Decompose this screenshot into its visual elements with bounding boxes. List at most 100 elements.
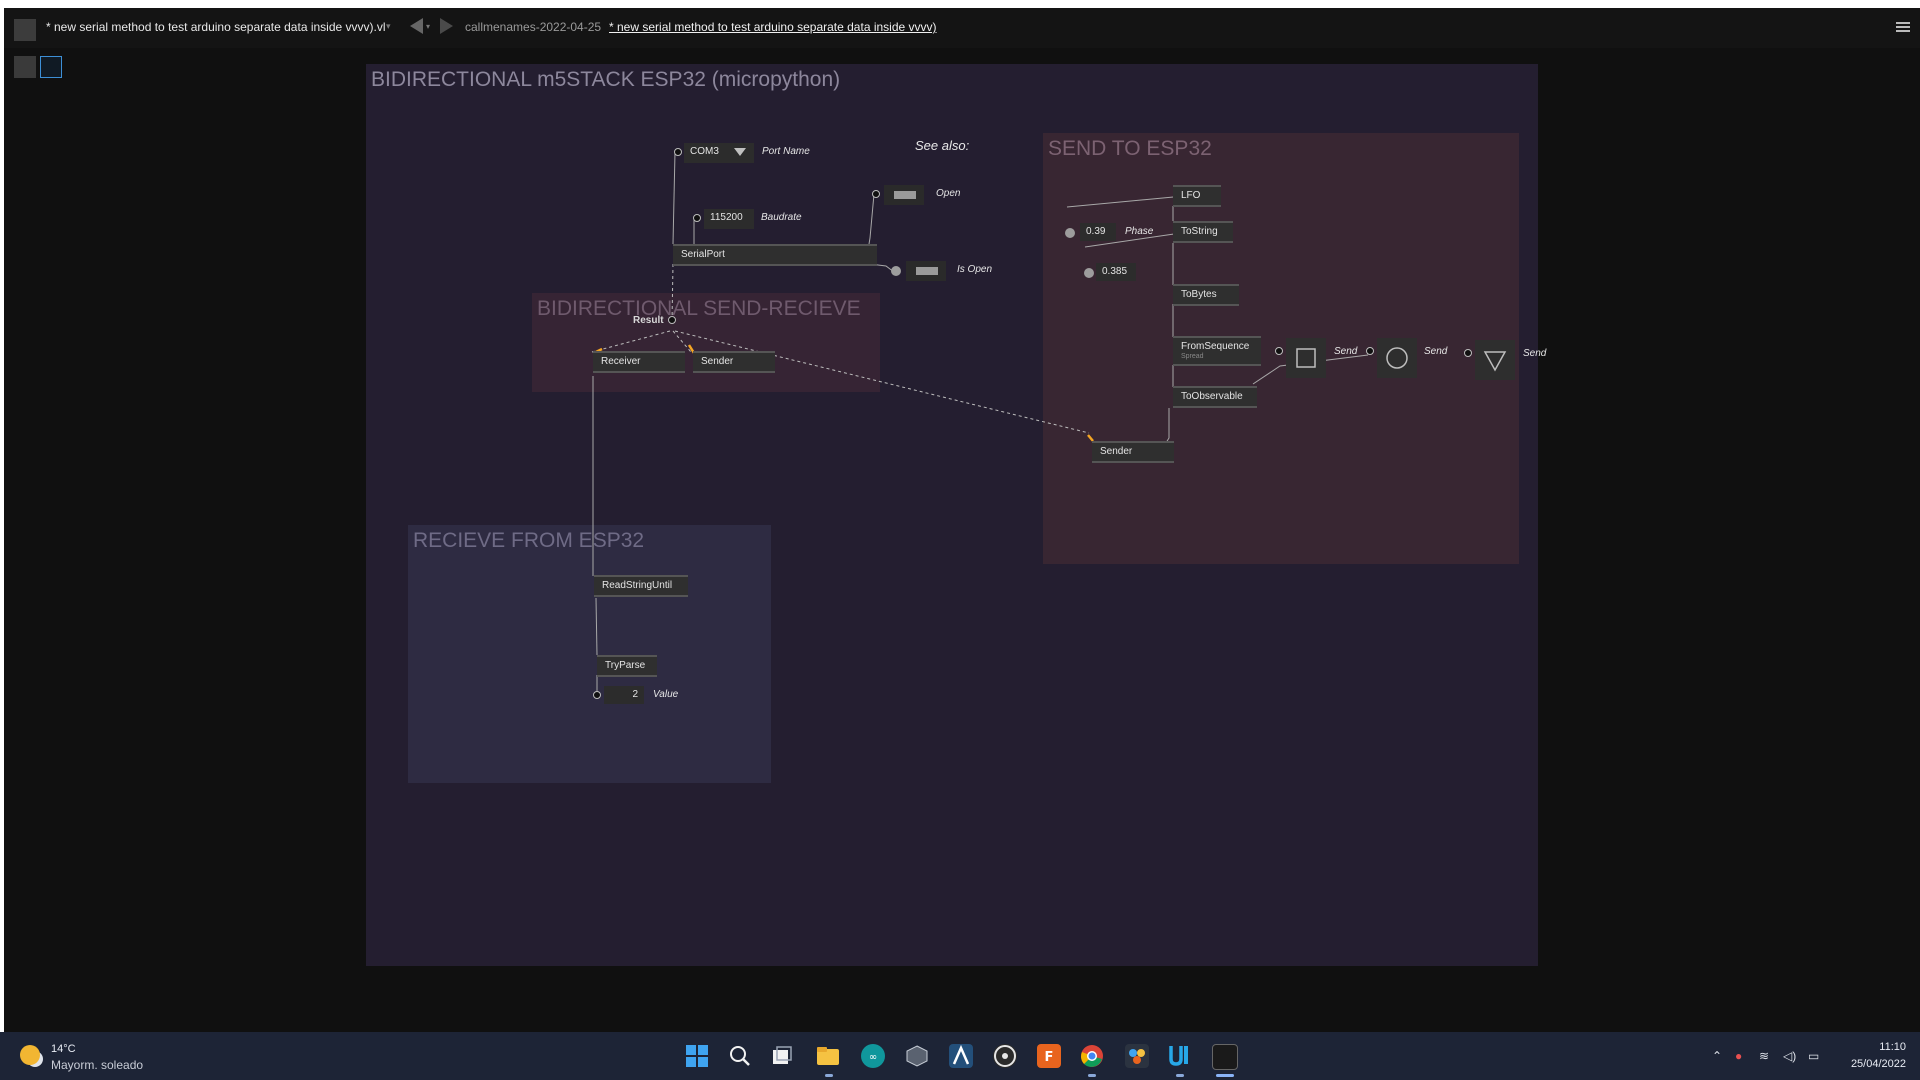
arduino-icon[interactable]: ∞ bbox=[861, 1044, 885, 1068]
vvvv-icon[interactable] bbox=[1212, 1044, 1238, 1070]
sender2-node[interactable]: Sender bbox=[1092, 441, 1174, 463]
volume-icon[interactable]: ◁) bbox=[1783, 1049, 1797, 1063]
clock-date[interactable]: 25/04/2022 bbox=[1850, 1058, 1906, 1070]
file-explorer-icon[interactable] bbox=[816, 1044, 840, 1068]
port-name-label: Port Name bbox=[762, 146, 810, 157]
region-bidirectional-title: BIDIRECTIONAL SEND-RECIEVE bbox=[537, 297, 861, 320]
back-arrow-icon[interactable] bbox=[410, 18, 423, 34]
chrome-icon[interactable] bbox=[1080, 1044, 1104, 1068]
sender-node[interactable]: Sender bbox=[693, 351, 775, 373]
baudrate-label: Baudrate bbox=[761, 212, 802, 223]
obs-icon[interactable] bbox=[993, 1044, 1017, 1068]
bang-triangle[interactable] bbox=[1475, 340, 1515, 380]
value-iobox[interactable]: 2 bbox=[604, 686, 644, 704]
send-label-3: Send bbox=[1523, 348, 1547, 359]
region-receive[interactable]: RECIEVE FROM ESP32 bbox=[408, 525, 771, 783]
bang-square[interactable] bbox=[1286, 338, 1326, 378]
send-pin-3[interactable] bbox=[1464, 349, 1472, 357]
chevron-up-icon[interactable]: ⌃ bbox=[1712, 1049, 1723, 1063]
fromsequence-node[interactable]: FromSequence Spread bbox=[1173, 336, 1261, 366]
document-tab[interactable]: * new serial method to test arduino sepa… bbox=[46, 20, 386, 34]
circle-icon bbox=[1386, 347, 1408, 369]
result-pin[interactable] bbox=[668, 316, 676, 324]
lfo-node[interactable]: LFO bbox=[1173, 185, 1221, 207]
link bbox=[868, 193, 875, 245]
battery-icon[interactable]: ▭ bbox=[1808, 1049, 1820, 1063]
is-open-pin[interactable] bbox=[891, 266, 901, 276]
running-indicator bbox=[1088, 1074, 1096, 1077]
serialport-node[interactable]: SerialPort bbox=[673, 244, 877, 266]
bang-circle[interactable] bbox=[1377, 338, 1417, 378]
active-indicator bbox=[1216, 1074, 1234, 1077]
region-bidirectional[interactable]: BIDIRECTIONAL SEND-RECIEVE bbox=[532, 293, 880, 392]
send-label-1: Send bbox=[1334, 346, 1358, 357]
active-patch-tab[interactable]: * new serial method to test arduino sepa… bbox=[609, 20, 937, 34]
running-indicator bbox=[825, 1074, 833, 1077]
port-name-dropdown[interactable]: COM3 bbox=[684, 143, 754, 163]
toobservable-node[interactable]: ToObservable bbox=[1173, 386, 1257, 408]
open-toggle[interactable] bbox=[884, 185, 924, 205]
task-view-icon[interactable] bbox=[770, 1044, 794, 1068]
lfo-output-pin[interactable] bbox=[1084, 268, 1094, 278]
title-bar: * new serial method to test arduino sepa… bbox=[4, 8, 1920, 48]
fusion-icon[interactable]: F bbox=[1037, 1044, 1061, 1068]
weather-temperature[interactable]: 14°C bbox=[51, 1043, 76, 1055]
chevron-down-icon[interactable]: ▾ bbox=[386, 21, 391, 31]
wifi-icon[interactable]: ≋ bbox=[1759, 1049, 1770, 1063]
see-also-label: See also: bbox=[915, 138, 970, 153]
tostring-node[interactable]: ToString bbox=[1173, 221, 1233, 243]
open-label: Open bbox=[936, 188, 961, 199]
antivirus-icon[interactable]: ● bbox=[1735, 1049, 1743, 1063]
link-dashed bbox=[591, 330, 671, 353]
fromsequence-label: FromSequence bbox=[1181, 341, 1250, 352]
davinci-icon[interactable] bbox=[1125, 1044, 1149, 1068]
phase-pin[interactable] bbox=[1065, 228, 1075, 238]
start-icon[interactable] bbox=[685, 1044, 709, 1068]
vvvv-window: * new serial method to test arduino sepa… bbox=[4, 8, 1920, 1032]
link bbox=[1066, 195, 1185, 208]
weather-sun-icon[interactable] bbox=[20, 1045, 40, 1065]
is-open-toggle[interactable] bbox=[906, 261, 946, 281]
patch-canvas[interactable]: BIDIRECTIONAL m5STACK ESP32 (micropython… bbox=[4, 48, 1920, 1032]
link bbox=[1252, 354, 1369, 385]
accent-pin bbox=[1087, 434, 1094, 442]
krita-icon[interactable] bbox=[949, 1044, 973, 1068]
lfo-value-iobox[interactable]: 0.385 bbox=[1096, 263, 1136, 281]
send-pin-1[interactable] bbox=[1275, 347, 1283, 355]
link-dashed bbox=[671, 263, 674, 322]
running-indicator bbox=[1176, 1074, 1184, 1077]
weather-description[interactable]: Mayorm. soleado bbox=[51, 1058, 144, 1072]
send-pin-2[interactable] bbox=[1366, 347, 1374, 355]
ultraleap-icon[interactable] bbox=[1168, 1044, 1192, 1068]
triangle-down-icon bbox=[1483, 351, 1507, 372]
port-name-pin[interactable] bbox=[674, 148, 682, 156]
is-open-label: Is Open bbox=[957, 264, 993, 275]
patch-links bbox=[591, 151, 1369, 695]
toolbar-square-icon[interactable] bbox=[14, 56, 36, 78]
history-dropdown-icon[interactable]: ▾ bbox=[426, 22, 431, 31]
search-icon[interactable] bbox=[728, 1044, 752, 1068]
value-pin[interactable] bbox=[593, 691, 601, 699]
selection-frame-icon[interactable] bbox=[40, 56, 62, 78]
clock-time[interactable]: 11:10 bbox=[1879, 1041, 1906, 1053]
dropdown-arrow-icon bbox=[734, 148, 746, 156]
baudrate-pin[interactable] bbox=[693, 214, 701, 222]
phase-iobox[interactable]: 0.39 bbox=[1080, 223, 1116, 241]
link bbox=[1084, 233, 1175, 248]
3d-viewer-icon[interactable] bbox=[905, 1044, 929, 1068]
region-send-title: SEND TO ESP32 bbox=[1048, 137, 1212, 160]
breadcrumb[interactable]: callmenames-2022-04-25 bbox=[465, 20, 602, 34]
link-dashed bbox=[674, 330, 1090, 434]
readstringuntil-node[interactable]: ReadStringUntil bbox=[594, 575, 688, 597]
open-pin[interactable] bbox=[872, 190, 880, 198]
send-label-2: Send bbox=[1424, 346, 1448, 357]
tobytes-node[interactable]: ToBytes bbox=[1173, 284, 1239, 306]
app-menu-icon[interactable] bbox=[14, 19, 36, 41]
link-dashed bbox=[672, 330, 692, 353]
tryparse-node[interactable]: TryParse bbox=[597, 655, 657, 677]
receiver-node[interactable]: Receiver bbox=[593, 351, 685, 373]
hamburger-menu-icon[interactable] bbox=[1896, 22, 1910, 32]
value-label: Value bbox=[653, 689, 679, 700]
baudrate-iobox[interactable]: 115200 bbox=[704, 209, 754, 229]
forward-arrow-icon[interactable] bbox=[440, 18, 453, 34]
